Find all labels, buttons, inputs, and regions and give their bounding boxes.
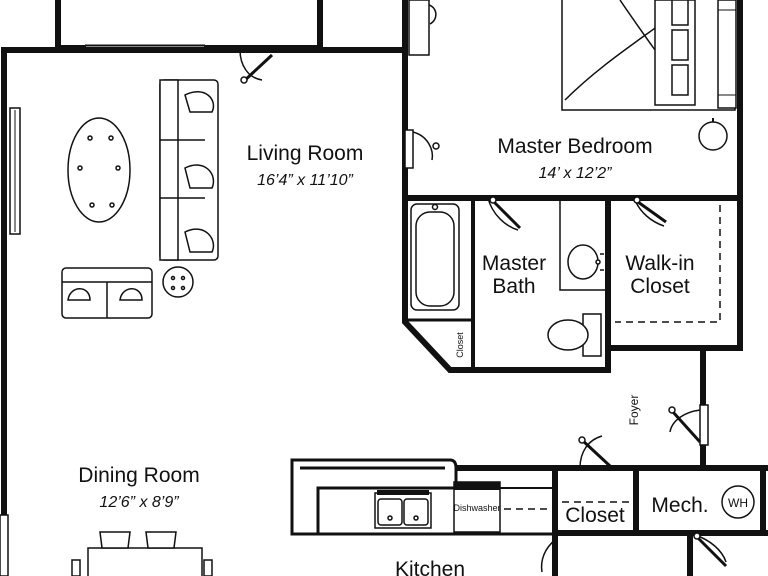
foyer-door: [668, 404, 709, 446]
master-bath-label-2: Bath: [492, 275, 535, 298]
bed: [561, 0, 737, 111]
bath-partitions: [405, 198, 606, 370]
closet-door: [578, 435, 612, 469]
kitchen-label: Kitchen: [395, 558, 465, 576]
master-bath-label-1: Master: [482, 252, 546, 275]
toilet: [547, 313, 602, 357]
living-room-dim: 16’4” x 11’10”: [257, 172, 353, 189]
kitchen-counter: [290, 458, 555, 536]
kitchen-sink: [374, 490, 432, 529]
master-bedroom-dim: 14’ x 12’2”: [539, 165, 613, 182]
lower-door: [693, 532, 728, 568]
dining-room-dim: 12’6” x 8’9”: [99, 494, 179, 511]
master-bedroom-label: Master Bedroom: [497, 135, 652, 158]
kitchen-door: [540, 539, 556, 573]
walk-in-closet-shelves: [615, 205, 721, 323]
coffee-table: [67, 117, 131, 223]
left-window-lower: [0, 514, 9, 576]
bath-door: [487, 196, 522, 231]
sink: [567, 244, 604, 280]
sofa: [159, 79, 219, 261]
dishwasher: [453, 481, 501, 533]
loveseat: [61, 267, 153, 319]
dishwasher-label: Dishwasher: [453, 503, 500, 513]
living-room-label: Living Room: [247, 142, 364, 165]
bedroom-nightstand: [698, 118, 728, 151]
walk-in-label-1: Walk-in: [625, 252, 694, 275]
water-heater-label: WH: [728, 496, 748, 510]
walk-in-door: [633, 196, 667, 227]
closet-label: Closet: [565, 504, 625, 527]
water-heater: [721, 485, 755, 519]
dining-room-label: Dining Room: [78, 464, 199, 487]
bedroom-side-door: [404, 129, 440, 169]
mech-label: Mech.: [651, 494, 708, 517]
foyer-label: Foyer: [627, 395, 641, 426]
bedroom-wardrobe: [408, 0, 437, 56]
side-table: [162, 266, 194, 298]
bath-closet-label: Closet: [455, 332, 465, 358]
walk-in-label-2: Closet: [630, 275, 690, 298]
top-patio: [55, 0, 323, 52]
bathtub: [410, 203, 460, 311]
living-door: [239, 49, 274, 84]
left-window: [9, 107, 21, 235]
dining-table: [71, 531, 213, 576]
